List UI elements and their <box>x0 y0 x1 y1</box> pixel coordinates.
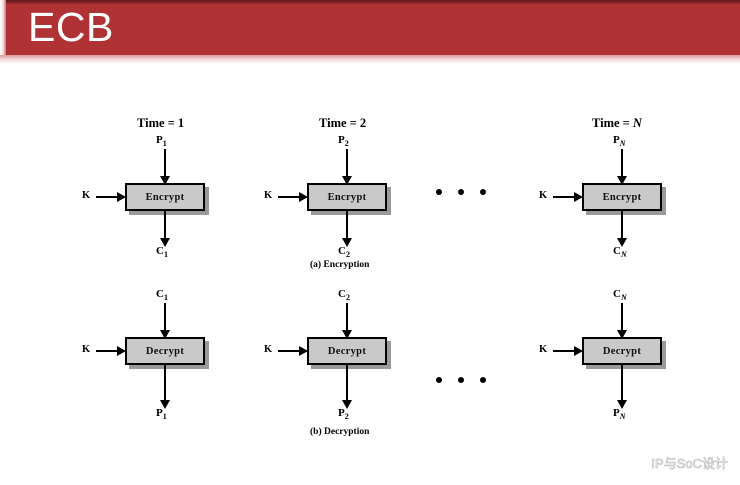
key-label-dec-1: K <box>82 344 91 355</box>
arrow-box-to-plaintext-dec-1 <box>160 365 170 409</box>
arrow-key-to-box-dec-n <box>553 346 583 356</box>
time-label-enc-2: Time = 2 <box>319 116 367 130</box>
arrow-box-to-ciphertext-enc-2 <box>342 211 352 247</box>
plaintext-label-dec-n: PN <box>613 407 626 422</box>
arrow-plaintext-to-box-enc-n <box>617 149 627 185</box>
caption-encryption: (a) Encryption <box>310 260 370 270</box>
decrypt-box-n: Decrypt <box>582 337 662 365</box>
arrow-box-to-plaintext-dec-2 <box>342 365 352 409</box>
plaintext-label-dec-1: P1 <box>156 407 167 422</box>
banner-top-edge <box>0 0 740 4</box>
key-label-enc-1: K <box>82 190 91 201</box>
decrypt-box-label-1: Decrypt <box>145 345 185 357</box>
ciphertext-label-dec-n: CN <box>613 288 627 303</box>
arrow-box-to-ciphertext-enc-1 <box>160 211 170 247</box>
arrow-key-to-box-enc-2 <box>278 192 308 202</box>
arrow-plaintext-to-box-enc-2 <box>342 149 352 185</box>
arrow-ciphertext-to-box-dec-1 <box>160 303 170 339</box>
arrow-key-to-box-enc-1 <box>96 192 126 202</box>
encrypt-box-label-1: Encrypt <box>145 191 185 203</box>
arrow-plaintext-to-box-enc-1 <box>160 149 170 185</box>
ciphertext-label-enc-n: CN <box>613 245 627 260</box>
arrow-key-to-box-dec-1 <box>96 346 126 356</box>
arrow-ciphertext-to-box-dec-2 <box>342 303 352 339</box>
key-label-dec-2: K <box>264 344 273 355</box>
encrypt-box-n: Encrypt <box>582 183 662 211</box>
banner-bottom-fade <box>0 55 740 64</box>
arrow-box-to-plaintext-dec-n <box>617 365 627 409</box>
page-title: ECB <box>28 4 114 50</box>
arrow-key-to-box-enc-n <box>553 192 583 202</box>
key-label-enc-n: K <box>539 190 548 201</box>
banner-left-accent-strip <box>0 0 6 55</box>
arrow-key-to-box-dec-2 <box>278 346 308 356</box>
time-label-enc-n: Time = N <box>592 116 642 130</box>
wechat-icon <box>625 451 646 473</box>
slide-title-banner: ECB <box>0 0 740 55</box>
encrypt-box-label-2: Encrypt <box>327 191 367 203</box>
decrypt-box-1: Decrypt <box>125 337 205 365</box>
decrypt-box-2: Decrypt <box>307 337 387 365</box>
plaintext-label-dec-2: P2 <box>338 407 349 422</box>
key-label-enc-2: K <box>264 190 273 201</box>
encrypt-box-2: Encrypt <box>307 183 387 211</box>
arrow-box-to-ciphertext-enc-n <box>617 211 627 247</box>
ciphertext-label-dec-1: C1 <box>156 288 168 303</box>
encrypt-box-1: Encrypt <box>125 183 205 211</box>
encrypt-box-label-n: Encrypt <box>602 191 642 203</box>
ciphertext-label-enc-2: C2 <box>338 245 350 260</box>
caption-decryption: (b) Decryption <box>310 427 370 437</box>
plaintext-label-enc-n: PN <box>613 134 626 149</box>
decrypt-box-label-2: Decrypt <box>327 345 367 357</box>
arrow-ciphertext-to-box-dec-n <box>617 303 627 339</box>
time-label-enc-1: Time = 1 <box>137 116 185 130</box>
plaintext-label-enc-2: P2 <box>338 134 349 149</box>
watermark-text: IP与SoC设计 <box>651 455 728 471</box>
ciphertext-label-dec-2: C2 <box>338 288 350 303</box>
key-label-dec-n: K <box>539 344 548 355</box>
ciphertext-label-enc-1: C1 <box>156 245 168 260</box>
ecb-mode-diagram: Time = 1 P1 K Encrypt C1 Time = 2 P2 K E… <box>0 64 740 485</box>
decrypt-box-label-n: Decrypt <box>602 345 642 357</box>
plaintext-label-enc-1: P1 <box>156 134 167 149</box>
watermark: IP与SoC设计 <box>625 451 728 473</box>
